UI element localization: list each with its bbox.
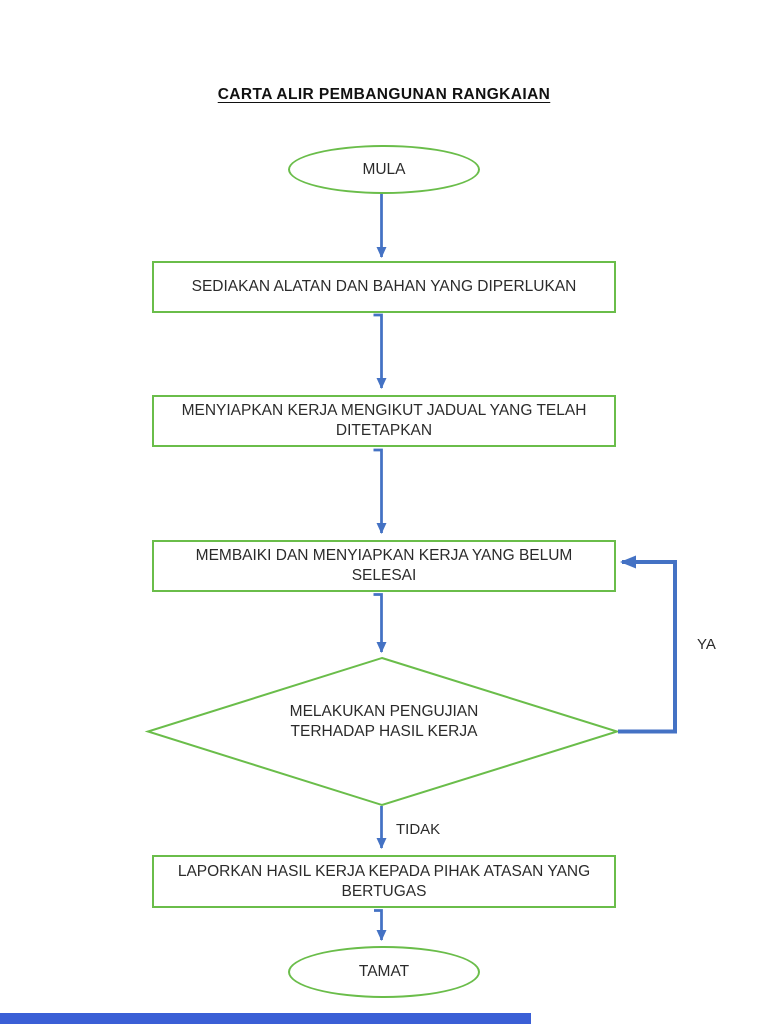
node-step3-label: MEMBAIKI DAN MENYIAPKAN KERJA YANG BELUM…: [195, 547, 573, 584]
connector-start-to-step1: [374, 186, 387, 258]
connector-step4-to-end: [374, 909, 387, 941]
node-start-terminator: MULA: [288, 145, 480, 194]
node-decision-label: MELAKUKAN PENGUJIAN TERHADAP HASIL KERJA: [289, 703, 479, 740]
bottom-blue-bar: [0, 1013, 531, 1024]
node-start-label: MULA: [362, 160, 406, 178]
node-process-step3: MEMBAIKI DAN MENYIAPKAN KERJA YANG BELUM…: [152, 540, 616, 592]
decision-diamond-shape: [144, 656, 621, 807]
node-process-step4: LAPORKAN HASIL KERJA KEPADA PIHAK ATASAN…: [152, 855, 616, 908]
node-step4-label: LAPORKAN HASIL KERJA KEPADA PIHAK ATASAN…: [177, 862, 591, 900]
node-end-terminator: TAMAT: [288, 946, 480, 998]
node-end-label: TAMAT: [358, 963, 410, 980]
connector-step3-to-decision: [373, 593, 387, 653]
branch-label-no: TIDAK: [396, 821, 441, 838]
page-title: CARTA ALIR PEMBANGUNAN RANGKAIAN: [217, 86, 551, 103]
node-step2-label: MENYIAPKAN KERJA MENGIKUT JADUAL YANG TE…: [181, 402, 587, 439]
connector-decision-yes-loop: [618, 555, 677, 734]
node-process-step1: SEDIAKAN ALATAN DAN BAHAN YANG DIPERLUKA…: [152, 261, 616, 313]
node-process-step2: MENYIAPKAN KERJA MENGIKUT JADUAL YANG TE…: [152, 395, 616, 447]
branch-label-yes: YA: [697, 636, 716, 653]
connector-step1-to-step2: [373, 313, 387, 389]
connector-step2-to-step3: [373, 448, 387, 534]
node-step1-label: SEDIAKAN ALATAN DAN BAHAN YANG DIPERLUKA…: [191, 278, 577, 295]
